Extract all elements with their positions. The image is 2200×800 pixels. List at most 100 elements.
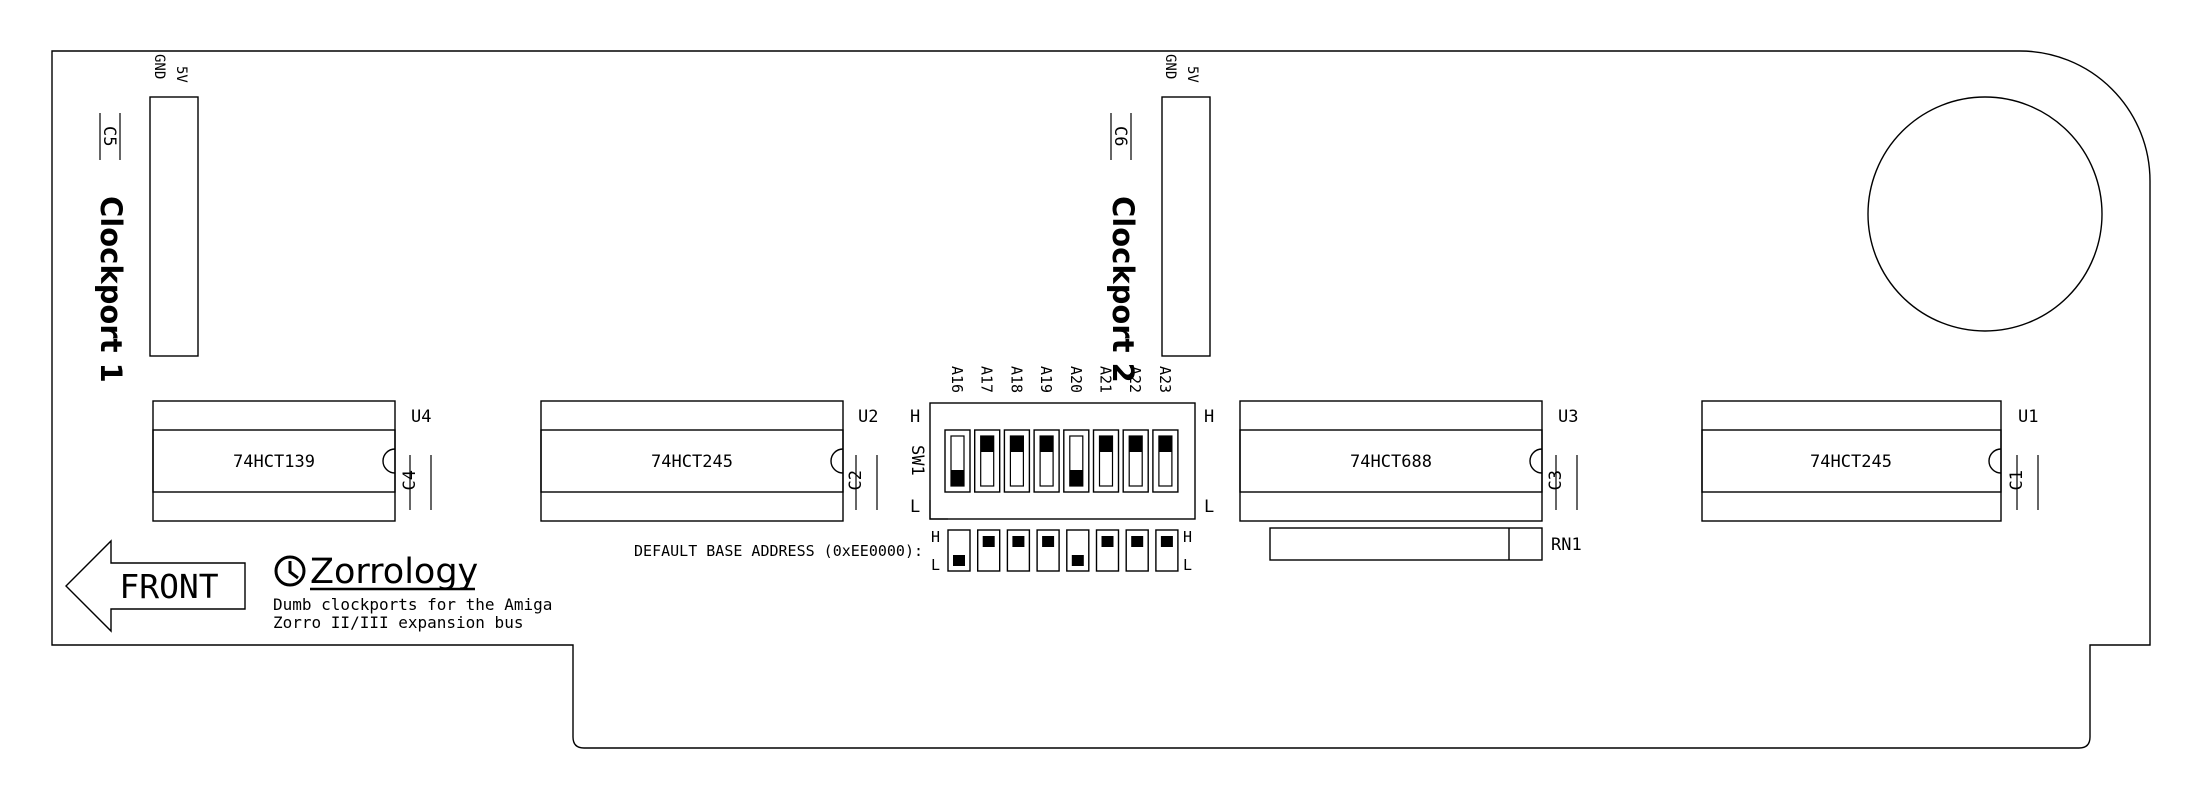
default-knob-a21 xyxy=(1101,536,1114,547)
chip-u4-ref: U4 xyxy=(411,407,431,427)
sw1-knob-a16 xyxy=(951,470,964,486)
mounting-hole xyxy=(1867,96,2103,332)
c1-label: C1 xyxy=(2007,470,2027,490)
sw1-address-label: A23 xyxy=(1156,366,1174,393)
chip-u2-part: 74HCT245 xyxy=(651,452,733,472)
sw1-cell-a21 xyxy=(1092,429,1120,493)
default-address-legend: DEFAULT BASE ADDRESS (0xEE0000): H L H L xyxy=(634,528,1192,574)
default-address-caption: DEFAULT BASE ADDRESS (0xEE0000): xyxy=(634,542,923,560)
default-cell-a20 xyxy=(1066,529,1090,572)
clockport-1-header xyxy=(149,96,199,357)
default-knob-a17 xyxy=(982,536,995,547)
chip-u4-part: 74HCT139 xyxy=(233,452,315,472)
sw1-knob-a19 xyxy=(1040,436,1054,452)
chip-u2-ref: U2 xyxy=(858,407,878,427)
sw1-knob-a17 xyxy=(980,436,994,452)
clockport-2: GND 5V C6 Clockport 2 xyxy=(1106,54,1211,383)
default-cell-a19 xyxy=(1036,529,1060,572)
default-cell-a22 xyxy=(1125,529,1149,572)
c3-label: C3 xyxy=(1546,470,1566,490)
sw1-cell-a22 xyxy=(1122,429,1149,493)
sw1-address-label: A20 xyxy=(1067,366,1085,393)
sw1-knob-a23 xyxy=(1158,436,1172,452)
default-cell-a21 xyxy=(1095,529,1120,572)
clockport-1-pin-gnd: GND xyxy=(151,54,167,79)
clockport-2-pin-5v: 5V xyxy=(1184,66,1200,83)
clockport-2-title: Clockport 2 xyxy=(1106,196,1140,383)
sw1-high-left: H xyxy=(910,407,920,427)
default-cell-a17 xyxy=(977,529,1001,572)
resistor-network-rn1: RN1 xyxy=(1269,527,1582,561)
sw1-cell-a20 xyxy=(1063,429,1090,493)
default-knob-a20 xyxy=(1071,555,1084,566)
chip-u2: 74HCT245 U2 C2 xyxy=(540,400,878,522)
sw1-address-label: A21 xyxy=(1097,366,1115,393)
zorrology-logo: Zorrology Dumb clockports for the Amiga … xyxy=(273,552,552,632)
chip-u3-ref: U3 xyxy=(1558,407,1578,427)
clockport-1-title: Clockport 1 xyxy=(94,196,128,383)
sw1-cell-a23 xyxy=(1152,429,1179,493)
sw1-cell-a16 xyxy=(944,429,971,493)
default-knob-a19 xyxy=(1042,536,1055,547)
sw1-outline xyxy=(929,402,1196,520)
chip-u3-part: 74HCT688 xyxy=(1350,452,1432,472)
sw1-low-right: L xyxy=(1204,497,1214,517)
chip-u4-body xyxy=(152,429,396,493)
default-high-label: H xyxy=(1183,528,1192,546)
default-address-switches xyxy=(947,529,1179,572)
logo-name: Zorrology xyxy=(310,552,478,592)
rn1-ref: RN1 xyxy=(1551,535,1582,555)
default-low-label: L xyxy=(1183,556,1192,574)
sw1-cell-a19 xyxy=(1033,429,1060,493)
sw1-pin1-marker xyxy=(929,500,948,520)
sw1-knob-a18 xyxy=(1010,436,1024,452)
clockport-1-pin-5v: 5V xyxy=(173,66,189,83)
chip-u1-part: 74HCT245 xyxy=(1810,452,1892,472)
sw1-address-label: A18 xyxy=(1007,366,1025,393)
sw1-knob-a20 xyxy=(1069,470,1083,486)
c6-label: C6 xyxy=(1110,126,1130,146)
default-cell-a23 xyxy=(1155,529,1179,572)
default-knob-a22 xyxy=(1131,536,1144,547)
chip-u3-body xyxy=(1239,429,1543,493)
default-knob-a23 xyxy=(1160,536,1173,547)
clockport-2-header xyxy=(1161,96,1211,357)
chip-u2-notch xyxy=(830,448,844,474)
board-outline xyxy=(51,50,2151,749)
chip-u1-body xyxy=(1701,429,2002,493)
chip-u3-notch xyxy=(1529,448,1543,474)
front-label: FRONT xyxy=(119,567,218,606)
c2-label: C2 xyxy=(846,470,866,490)
front-arrow-icon xyxy=(65,539,246,633)
front-arrow: FRONT xyxy=(65,539,246,633)
c4-label: C4 xyxy=(400,470,420,490)
sw1-knob-a21 xyxy=(1099,436,1113,452)
default-knob-a16 xyxy=(953,555,965,566)
legend-low-left: L xyxy=(931,556,940,574)
chip-u2-body xyxy=(540,429,844,493)
sw1-cell-a17 xyxy=(974,429,1001,493)
sw1-cell-a18 xyxy=(1003,429,1031,493)
legend-high-left: H xyxy=(931,528,940,546)
default-knob-a18 xyxy=(1012,536,1025,547)
sw1-ref: SW1 xyxy=(907,445,927,476)
default-cell-a18 xyxy=(1006,529,1031,572)
rn1-body xyxy=(1269,527,1543,561)
sw1-low-left: L xyxy=(910,497,920,517)
logo-tagline-1: Dumb clockports for the Amiga xyxy=(273,595,552,614)
logo-tagline-2: Zorro II/III expansion bus xyxy=(273,613,523,632)
chip-u4-notch xyxy=(382,448,396,474)
chip-u1: 74HCT245 U1 C1 xyxy=(1701,400,2039,522)
sw1-address-label: A17 xyxy=(978,366,996,393)
chip-u1-notch xyxy=(1988,448,2002,474)
chip-u3: 74HCT688 U3 C3 xyxy=(1239,400,1578,522)
chip-u4: 74HCT139 U4 C4 xyxy=(152,400,432,522)
clock-icon xyxy=(274,555,306,587)
sw1-switch-cells xyxy=(944,429,1179,493)
clockport-1: GND 5V C5 Clockport 1 xyxy=(94,54,199,383)
sw1-address-label: A19 xyxy=(1037,366,1055,393)
chip-u1-ref: U1 xyxy=(2018,407,2038,427)
